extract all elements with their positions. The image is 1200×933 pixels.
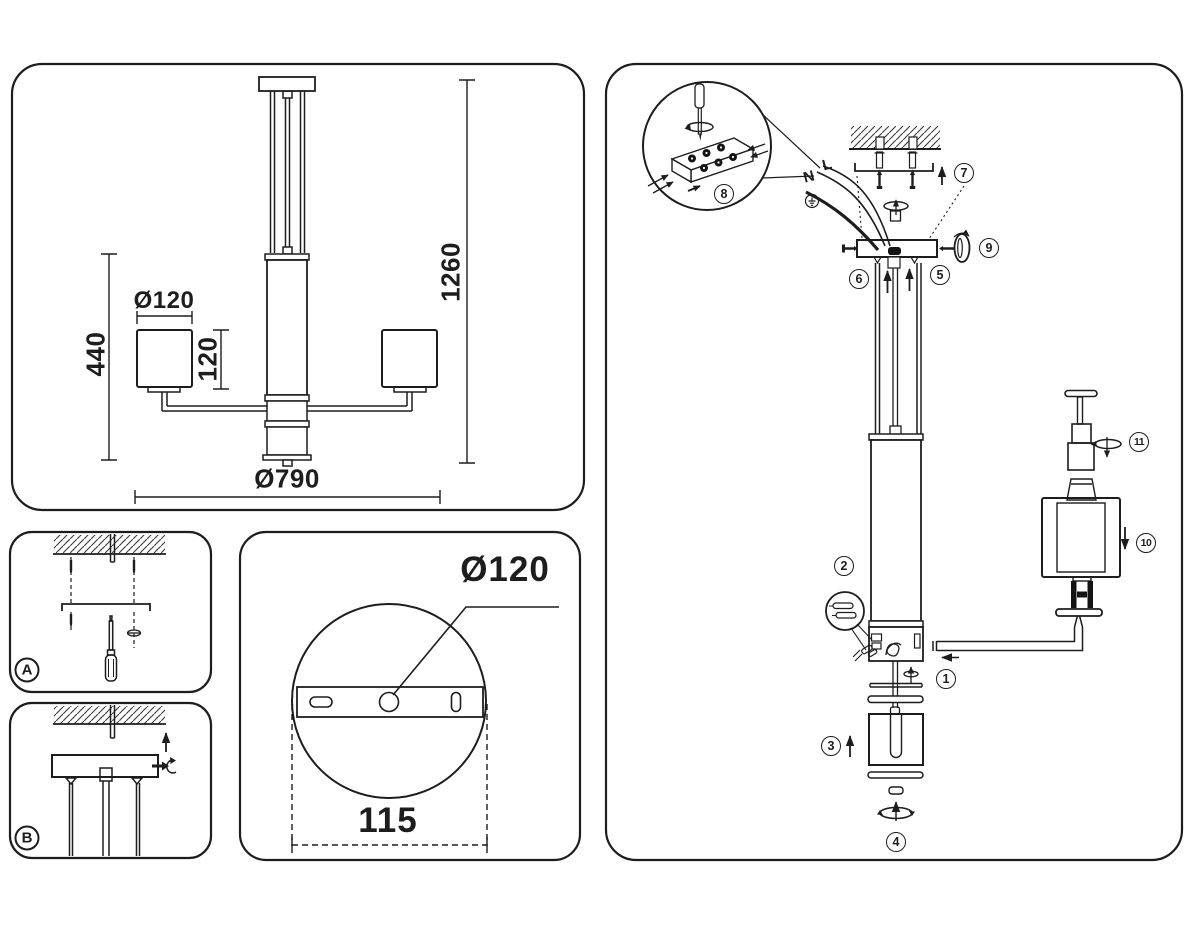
fixture-overview-drawing (101, 76, 475, 504)
right-shade-icon (381, 329, 438, 388)
hanging-rods-icon (64, 777, 144, 856)
bracket-screw-icons (876, 169, 916, 189)
panel-borders (8, 62, 1184, 862)
terminal-block-magnifier (642, 81, 772, 211)
rotate-nut-icon (877, 801, 915, 821)
step-9-badge: 9 (979, 238, 999, 258)
socket-cover-lower (1067, 442, 1095, 471)
dim-shade-height: 120 (192, 336, 223, 382)
suspension-rods-icon (269, 90, 306, 255)
spacing-dimension (291, 704, 488, 853)
mounting-bar-icon (296, 686, 484, 718)
canopy-side-screw-left (842, 244, 858, 253)
rotate-icon (883, 199, 909, 215)
left-shade-icon (136, 329, 193, 388)
step-8-badge: 8 (714, 184, 734, 204)
screwdriver-icon (104, 615, 118, 682)
step-6-badge: 6 (849, 269, 869, 289)
right-lamp-assembly (1041, 389, 1130, 617)
shade-inner-cylinder (1056, 502, 1106, 573)
screwdriver-icon (694, 83, 705, 141)
lamp-arm-icon (932, 611, 1084, 652)
drill-guide-dashed-lines (70, 557, 135, 648)
junction-box-contents (852, 633, 921, 662)
rotate-icon (903, 666, 919, 683)
dim-overall-height: 1260 (435, 242, 466, 302)
ceiling-pipe-icon (109, 534, 116, 563)
mounting-bracket-icon (61, 603, 151, 611)
bottom-shade-icon (868, 713, 924, 766)
hanger-pin-icon (1064, 389, 1098, 425)
step-10-badge: 10 (1136, 533, 1156, 553)
dim-overall-diameter: Ø790 (254, 463, 320, 494)
step-7-badge: 7 (954, 163, 974, 183)
central-column-icon (262, 253, 312, 467)
nut-icon (126, 629, 142, 637)
mount-detail-a-drawing (53, 534, 166, 682)
step-4-badge: 4 (886, 832, 906, 852)
step-11-badge: 11 (1129, 432, 1149, 452)
canopy-feet (872, 256, 920, 269)
dimension-lines (101, 79, 475, 504)
side-screw-icon (152, 757, 177, 774)
dim-body-height: 440 (80, 331, 111, 377)
canopy-plate-icon (51, 754, 159, 778)
step-2-badge: 2 (834, 556, 854, 576)
wire-lead-icons (647, 143, 769, 194)
ceiling-hatch-icon (54, 706, 165, 724)
detail-a-badge: A (14, 657, 40, 683)
keyhole-slot-right (450, 691, 462, 713)
wire-connector-magnifier (825, 591, 865, 631)
terminal-screws (688, 143, 737, 172)
screw-icons (69, 560, 136, 628)
socket-neck-icon (1066, 478, 1097, 501)
dim-hole-spacing: 115 (358, 801, 418, 840)
magnifier-leader-lines (850, 623, 873, 651)
rotate-icon (1090, 437, 1122, 458)
fixture-arms-icon (147, 386, 427, 412)
canopy-outline-icon (291, 603, 487, 799)
shade-inner-tube (889, 714, 903, 759)
socket-cover-upper (1071, 423, 1092, 444)
mount-detail-b-drawing (51, 705, 177, 856)
rotate-icon (684, 121, 714, 133)
step-1-badge: 1 (936, 669, 956, 689)
dim-canopy-diameter: Ø120 (460, 550, 550, 589)
step-3-badge: 3 (821, 736, 841, 756)
keyhole-slot-left (309, 696, 333, 708)
shade-holder-plate-icon (1055, 608, 1103, 617)
ceiling-hatch-icon (54, 535, 165, 554)
shade-icon (1041, 497, 1121, 578)
supply-wires (805, 165, 891, 252)
central-column-icon (868, 433, 924, 628)
detail-b-badge: B (14, 825, 40, 851)
suspension-rods-icon (874, 263, 922, 436)
lamp-socket-icon (1071, 572, 1093, 608)
assembly-exploded-drawing (642, 81, 1130, 821)
magnifier-leader-lines (761, 113, 821, 179)
ceiling-hatch-icon (849, 126, 941, 150)
canopy-plate-detail-drawing (291, 603, 559, 853)
ceiling-pipe-icon (109, 705, 116, 739)
center-hole (378, 691, 400, 713)
dim-shade-diameter: Ø120 (133, 287, 195, 314)
lower-column-parts (845, 661, 924, 821)
strain-relief-icon (888, 247, 901, 255)
diameter-leader-line (392, 606, 559, 696)
canopy-icon (258, 76, 316, 92)
mounting-bracket-icon (854, 151, 934, 172)
projection-dotted-lines (856, 175, 965, 240)
step-5-badge: 5 (930, 265, 950, 285)
thumb-knob-icon (939, 229, 971, 263)
